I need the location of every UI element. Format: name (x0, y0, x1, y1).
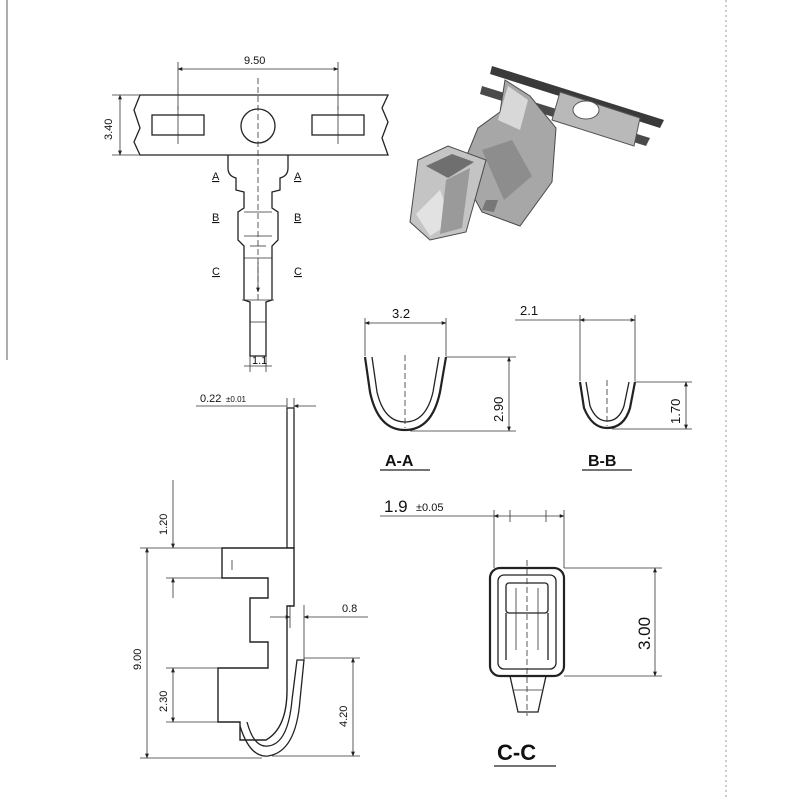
marker-a-right: A (294, 171, 302, 183)
marker-c-left: C (212, 266, 220, 278)
strip-view: A A B B C C 9.50 3.40 1.1 (103, 55, 390, 372)
profile-body (217, 547, 295, 741)
dim-spring-gap: 0.8 (342, 603, 357, 615)
section-aa-height: 2.90 (491, 397, 506, 422)
section-bb-height: 1.70 (668, 399, 683, 424)
section-aa: 3.2 2.90 A-A (363, 306, 516, 471)
terminal-body-outline (227, 155, 289, 357)
side-profile: 0.22 ±0.01 1.20 9.00 2.30 0.8 4.20 (132, 393, 368, 759)
dim-spring-height: 4.20 (338, 706, 350, 727)
section-bb-profile (578, 381, 637, 430)
section-cc-outer (488, 566, 566, 678)
photo-pilot-hole (572, 100, 600, 120)
section-aa-profile (363, 356, 448, 432)
section-cc-label: C-C (497, 740, 536, 765)
section-cc: 1.9 ±0.05 3.00 C-C (380, 497, 662, 767)
dim-total-length: 9.00 (132, 649, 144, 670)
section-aa-width: 3.2 (392, 306, 410, 321)
section-cc-width: 1.9 (384, 497, 408, 516)
dim-pitch: 9.50 (244, 55, 265, 67)
section-bb-label: B-B (588, 453, 616, 470)
profile-tab (286, 407, 295, 549)
dim-lower-height: 2.30 (158, 691, 170, 712)
section-cc-width-tol: ±0.05 (416, 502, 443, 514)
carrier-band (133, 94, 390, 156)
dim-tail-width: 1.1 (252, 355, 267, 367)
section-cc-height: 3.00 (635, 617, 654, 650)
marker-c-right: C (294, 266, 302, 278)
dim-tab-height: 1.20 (158, 514, 170, 535)
photo-carrier (551, 91, 641, 147)
section-cc-tail (509, 675, 547, 713)
marker-a-left: A (212, 171, 220, 183)
marker-b-left: B (212, 212, 219, 224)
marker-b-right: B (294, 212, 301, 224)
section-bb: 2.1 1.70 B-B (515, 303, 692, 471)
dim-strip-height: 3.40 (103, 119, 115, 140)
dim-thickness: 0.22 (200, 393, 221, 405)
section-aa-label: A-A (385, 453, 414, 470)
section-bb-width: 2.1 (520, 303, 538, 318)
terminal-photo (409, 66, 664, 241)
dim-thickness-tol: ±0.01 (226, 395, 247, 404)
